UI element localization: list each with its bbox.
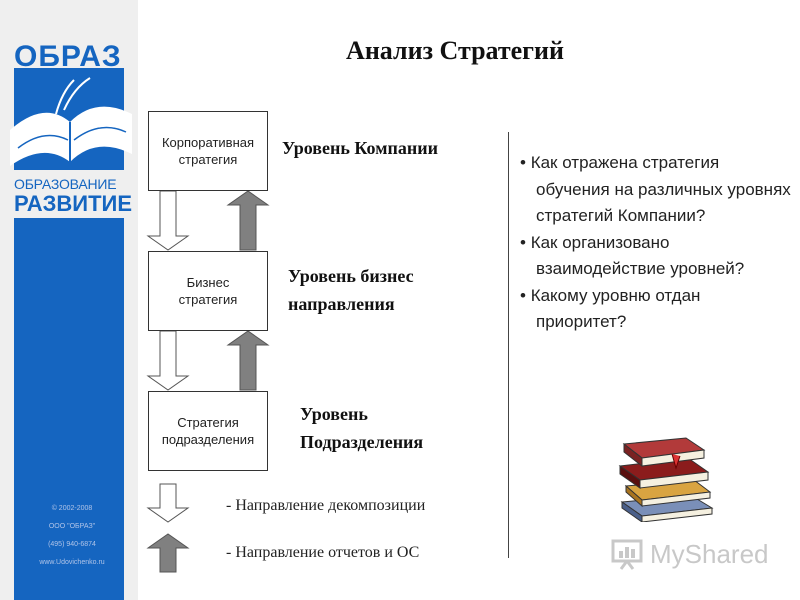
legend-decomposition-arrow-icon (146, 483, 190, 523)
vertical-divider (508, 132, 509, 558)
report-arrow (226, 330, 270, 391)
level-company-label: Уровень Компании (282, 138, 438, 158)
list-item: Какому уровню отдан приоритет? (520, 283, 795, 336)
copyright-line: ООО "ОБРАЗ" (48, 523, 96, 530)
watermark-text: MyShared (650, 538, 769, 569)
decomposition-arrow (146, 330, 190, 391)
brand-sub-development: РАЗВИТИЕ (14, 191, 133, 216)
box-label: Стратегия подразделения (161, 415, 255, 447)
legend-decomposition: - Направление декомпозиции (226, 497, 426, 514)
copyright-line: © 2002-2008 (51, 505, 93, 512)
list-item: Как отражена стратегия обучения на разли… (520, 150, 795, 230)
box-label: Корпоративная стратегия (161, 135, 255, 167)
brand-sub-education: ОБРАЗОВАНИЕ (14, 176, 117, 192)
corporate-strategy-box: Корпоративная стратегия (148, 111, 268, 191)
copyright-line: (495) 940-6874 (48, 541, 96, 548)
level-business-label: Уровень бизнес направления (288, 266, 414, 314)
division-strategy-box: Стратегия подразделения (148, 391, 268, 471)
level-division-label: Уровень Подразделения (300, 404, 424, 452)
questions-list: Как отражена стратегия обучения на разли… (520, 150, 795, 336)
presentation-board-icon (611, 539, 643, 570)
brand-name: ОБРАЗ (14, 40, 122, 73)
business-strategy-box: Бизнес стратегия (148, 251, 268, 331)
decomposition-arrow (146, 190, 190, 251)
list-item: Как организовано взаимодействие уровней? (520, 230, 795, 283)
report-arrow (226, 190, 270, 251)
legend-reports: - Направление отчетов и ОС (226, 544, 420, 561)
legend-report-arrow-icon (146, 533, 190, 573)
copyright-line: www.Udovichenko.ru (39, 559, 105, 566)
page-title: Анализ Стратегий (346, 36, 564, 65)
watermark-logo: MyShared (610, 534, 769, 574)
books-stack-icon (618, 437, 714, 522)
copyright-block: © 2002-2008 ООО "ОБРАЗ" (495) 940-6874 w… (22, 500, 122, 572)
box-label: Бизнес стратегия (178, 275, 238, 307)
open-book-icon (10, 70, 132, 170)
brand-logo-plate (14, 170, 124, 218)
